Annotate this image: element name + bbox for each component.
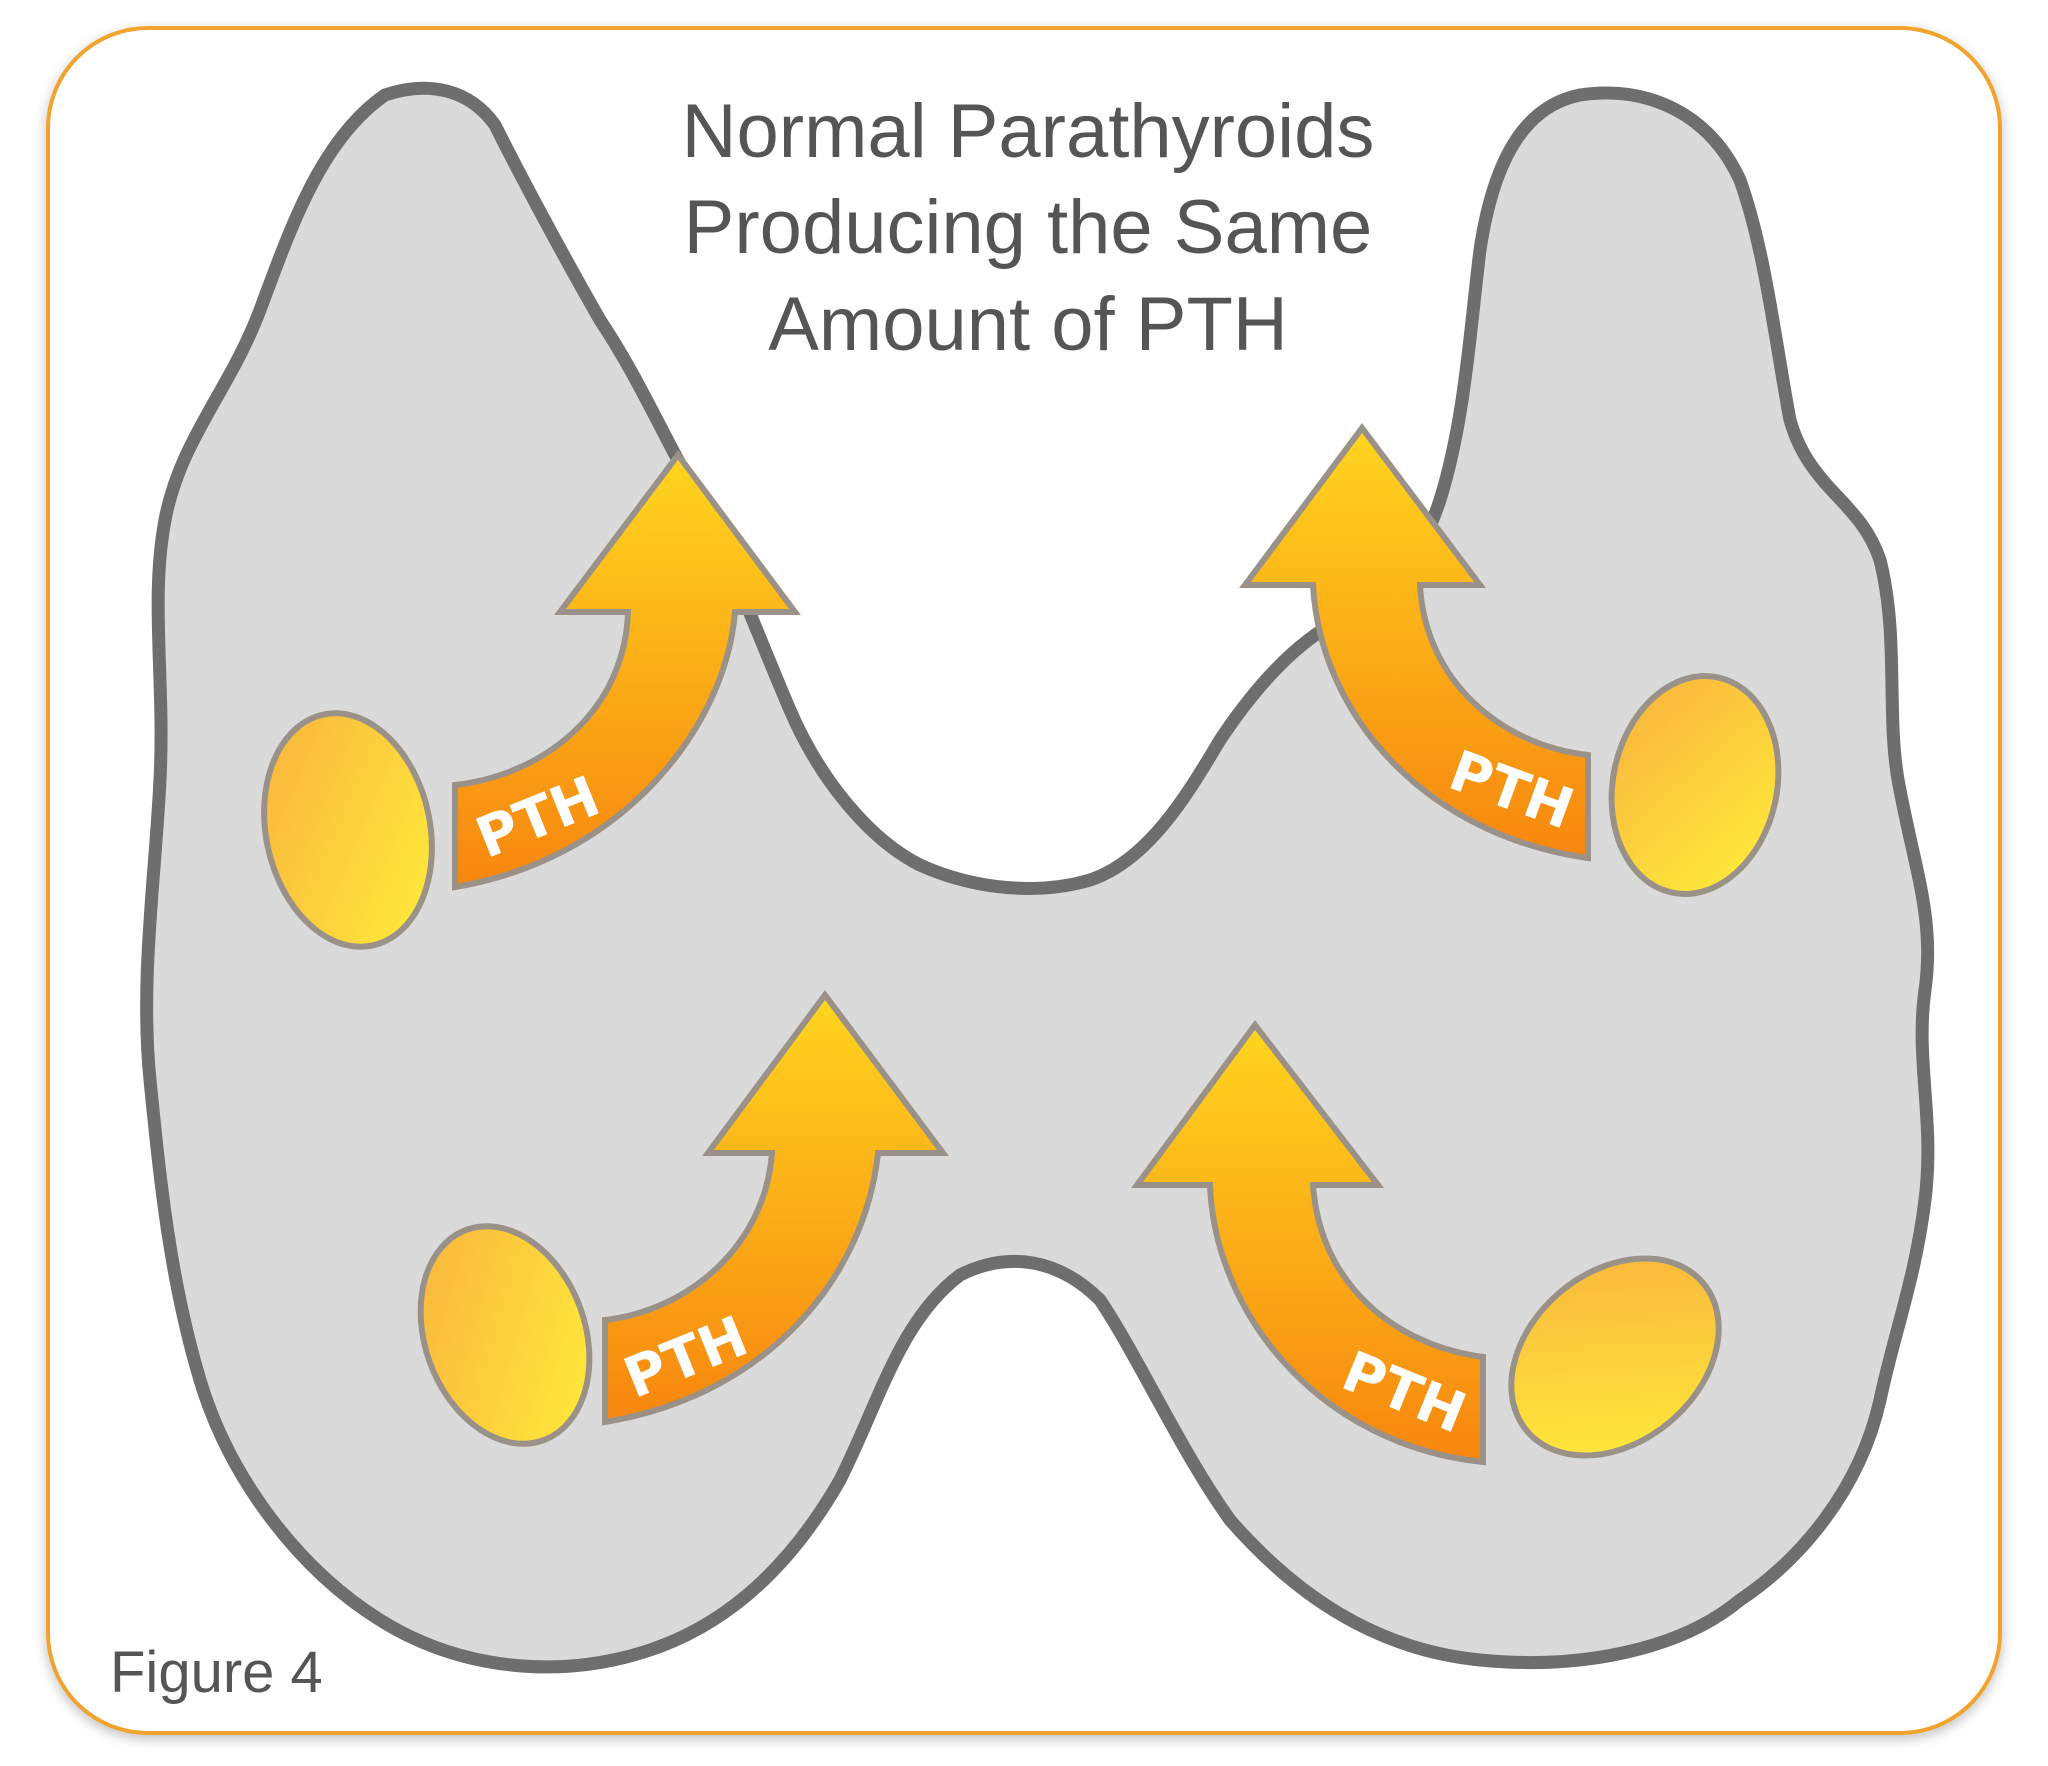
pth-arrow-lower-right — [1131, 1020, 1486, 1466]
figure-label: Figure 4 — [110, 1640, 323, 1705]
upper-right-parathyroid: PTH — [1239, 422, 1782, 897]
gland-lower-right — [1508, 1255, 1722, 1459]
diagram-title-line-2: Producing the Same — [684, 185, 1373, 270]
pth-arrow-upper-right — [1239, 422, 1591, 862]
thyroid-gland-shape — [140, 81, 1935, 1674]
upper-left-parathyroid: PTH — [261, 449, 801, 950]
pth-arrow-upper-left — [452, 449, 801, 891]
gland-upper-left — [261, 710, 435, 950]
lower-left-parathyroid: PTH — [417, 989, 949, 1447]
gland-lower-left — [417, 1223, 593, 1447]
diagram-title-line-3: Amount of PTH — [768, 282, 1288, 367]
lower-right-parathyroid: PTH — [1131, 1020, 1722, 1466]
diagram-title-line-1: Normal Parathyroids — [682, 89, 1375, 174]
pth-arrow-lower-left — [602, 989, 949, 1426]
gland-upper-right — [1608, 673, 1782, 897]
